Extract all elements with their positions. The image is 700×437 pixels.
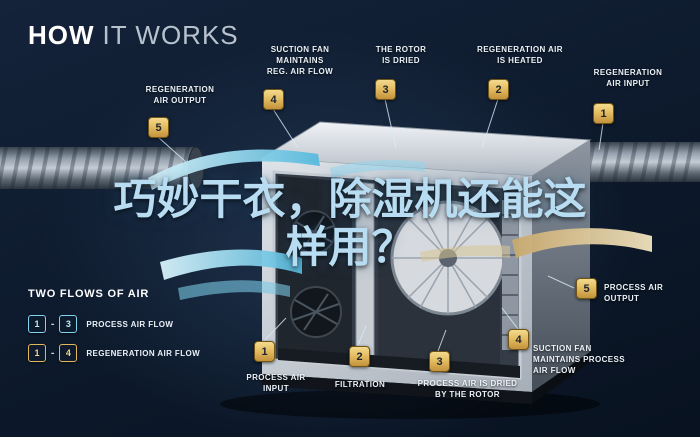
process-output-ribbon <box>512 228 652 258</box>
callout-label: REGENERATION AIR IS HEATED <box>477 45 563 66</box>
title-bold: HOW <box>28 20 95 50</box>
callout-label: THE ROTOR IS DRIED <box>375 45 427 66</box>
callout-label: FILTRATION <box>334 380 386 389</box>
airflow-ribbons <box>148 149 652 300</box>
legend-separator: - <box>51 318 55 330</box>
legend-separator: - <box>51 347 55 359</box>
process-flow-ribbon <box>160 249 302 280</box>
callout-label: PROCESS AIR OUTPUT <box>604 283 664 304</box>
title-light: IT WORKS <box>102 20 239 50</box>
suction-fan-bottom <box>290 286 342 338</box>
legend-label: REGENERATION AIR FLOW <box>86 348 201 358</box>
callout-number-badge: 3 <box>375 79 396 100</box>
regeneration-flow-ribbon <box>148 149 320 190</box>
callout-number-badge: 5 <box>148 117 169 138</box>
legend-row-process-air: 1 - 3 PROCESS AIR FLOW <box>28 315 173 333</box>
legend-badge-end: 4 <box>59 344 78 362</box>
callout-label: PROCESS AIR IS DRIED BY THE ROTOR <box>417 379 518 400</box>
legend-badge-start: 1 <box>28 315 46 333</box>
callout-label: SUCTION FAN MAINTAINS REG. AIR FLOW <box>266 45 334 77</box>
callout-number-badge: 4 <box>508 329 529 350</box>
legend-row-regeneration-air: 1 - 4 REGENERATION AIR FLOW <box>28 344 200 362</box>
legend-badge-end: 3 <box>59 315 78 333</box>
callout-number-badge: 1 <box>593 103 614 124</box>
callout-number-badge: 2 <box>488 79 509 100</box>
legend-badge-start: 1 <box>28 344 46 362</box>
callout-number-badge: 5 <box>576 278 597 299</box>
heater <box>502 200 518 350</box>
suction-fan-top <box>292 210 336 254</box>
legend-label: PROCESS AIR FLOW <box>86 319 174 329</box>
rotor <box>390 200 506 316</box>
legend-heading: TWO FLOWS OF AIR <box>28 288 150 300</box>
left-duct-pipe <box>0 146 205 190</box>
callout-label: PROCESS AIR INPUT <box>246 373 306 394</box>
callout-number-badge: 4 <box>263 89 284 110</box>
callout-number-badge: 1 <box>254 341 275 362</box>
callout-number-badge: 2 <box>349 346 370 367</box>
machine-body <box>260 121 592 404</box>
callout-number-badge: 3 <box>429 351 450 372</box>
leader-lines <box>157 98 604 352</box>
callout-label: REGENERATION AIR OUTPUT <box>145 85 215 106</box>
callout-label: SUCTION FAN MAINTAINS PROCESS AIR FLOW <box>533 344 625 376</box>
callout-label: REGENERATION AIR INPUT <box>593 68 663 89</box>
